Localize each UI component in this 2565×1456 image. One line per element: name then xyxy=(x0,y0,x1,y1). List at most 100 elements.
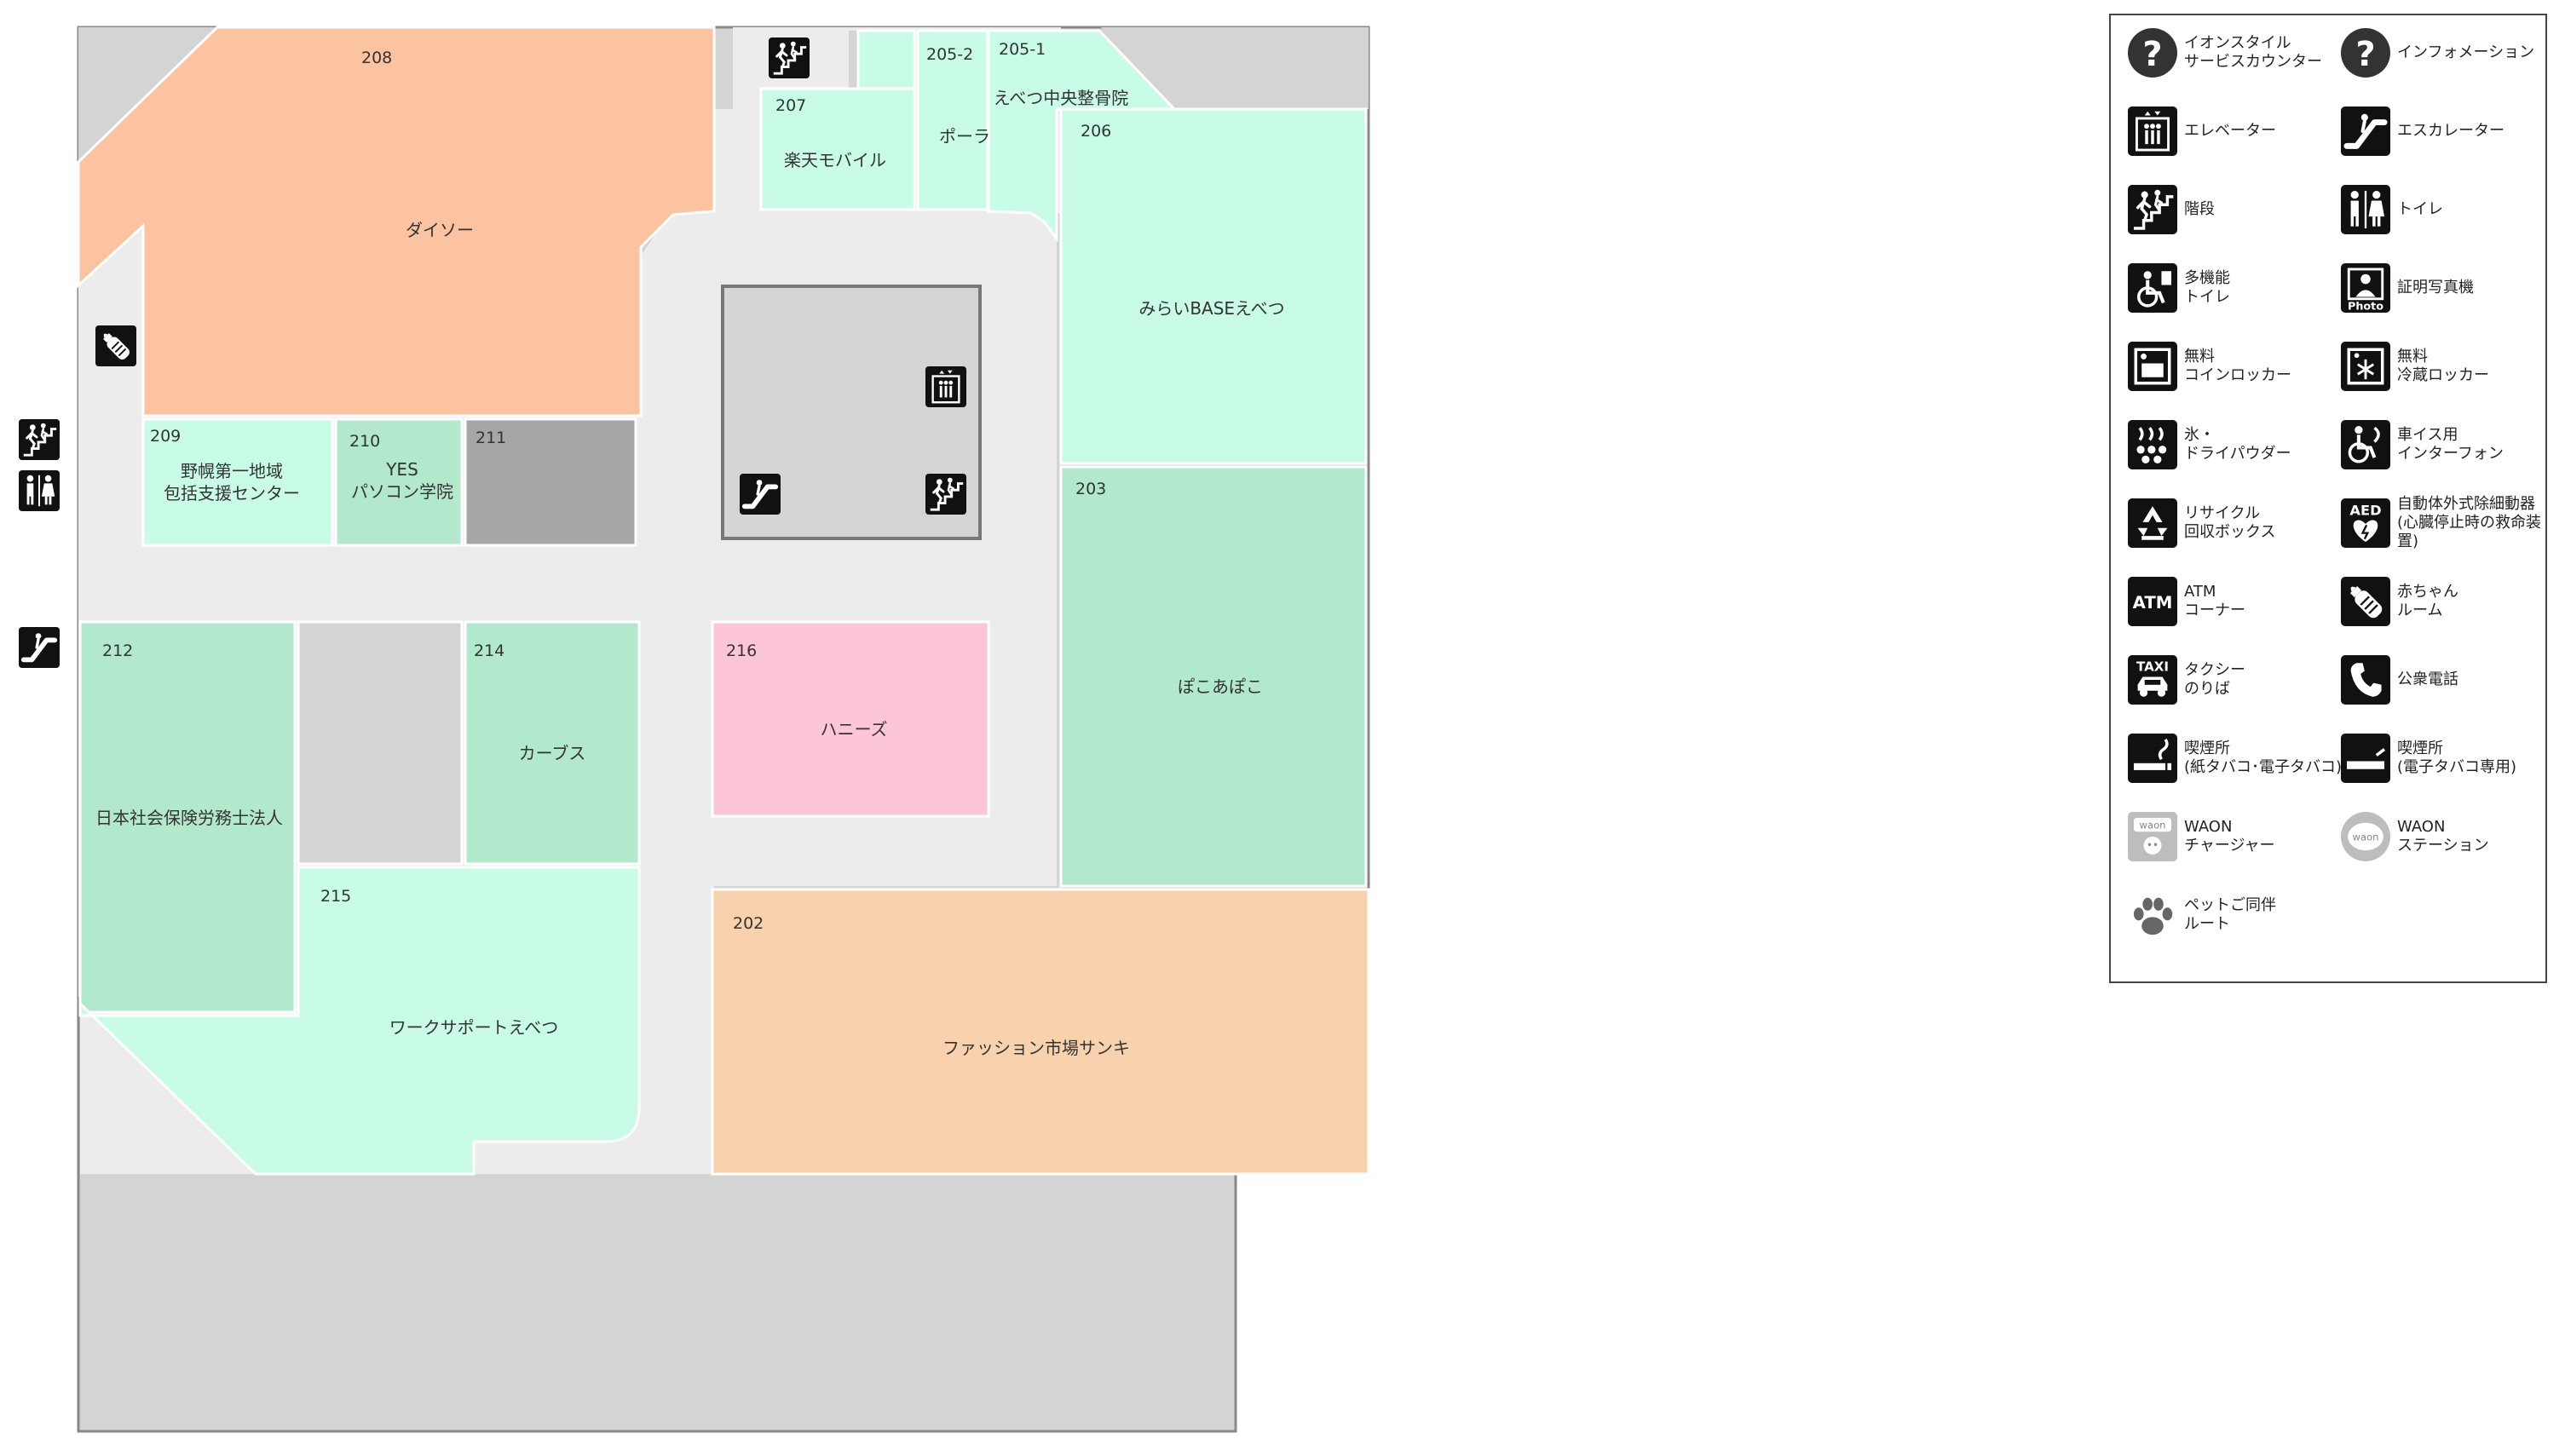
legend-label: エレベーター xyxy=(2184,122,2276,140)
legend-label: ATM コーナー xyxy=(2184,583,2245,619)
svg-text:AED: AED xyxy=(2349,503,2381,519)
stairs-icon[interactable] xyxy=(19,419,60,460)
shop-203[interactable] xyxy=(1059,465,1368,888)
cold-locker-icon xyxy=(2341,342,2390,391)
legend-label: 喫煙所 (電子タバコ専用) xyxy=(2397,740,2517,776)
legend-item: 多機能 トイレ xyxy=(2128,257,2341,319)
legend-label: インフォメーション xyxy=(2397,43,2535,61)
shop-name: ワークサポートえべつ xyxy=(389,1017,559,1038)
recycle-icon xyxy=(2128,498,2177,548)
shop-name: 日本社会保険労務士法人 xyxy=(95,808,283,828)
shop-number: 202 xyxy=(733,914,764,933)
shop-number: 208 xyxy=(361,49,392,67)
legend-item: 喫煙所 (電子タバコ専用) xyxy=(2341,728,2554,789)
legend-label: 無料 冷蔵ロッカー xyxy=(2397,348,2489,384)
stairs-icon xyxy=(2128,185,2177,234)
elevator-icon xyxy=(2128,106,2177,156)
svg-text:?: ? xyxy=(2355,35,2375,74)
shop-number: 206 xyxy=(1081,122,1111,141)
legend-label: 自動体外式除細動器 (心臓停止時の救命装置) xyxy=(2397,495,2542,550)
legend-label: エスカレーター xyxy=(2397,122,2504,140)
shop-name: ファッション市場サンキ xyxy=(942,1038,1130,1058)
legend-item: 車イス用 インターフォン xyxy=(2341,414,2554,475)
shop-207[interactable] xyxy=(759,87,916,211)
svg-text:ATM: ATM xyxy=(2133,593,2173,613)
legend-label: 喫煙所 (紙タバコ･電子タバコ) xyxy=(2184,740,2343,776)
legend-item: 公衆電話 xyxy=(2341,649,2554,711)
shop-208[interactable] xyxy=(77,26,716,417)
legend-label: WAON チャージャー xyxy=(2184,818,2275,855)
legend-label: ペットご同伴 ルート xyxy=(2184,896,2276,933)
shop-name: カーブス xyxy=(519,743,586,763)
shop-214[interactable] xyxy=(464,620,641,866)
question-icon: ? xyxy=(2128,28,2177,78)
escalator-icon[interactable] xyxy=(740,474,781,515)
elevator-icon[interactable] xyxy=(925,366,966,407)
restroom-icon xyxy=(2341,185,2390,234)
smoking-icon xyxy=(2128,734,2177,783)
svg-text:TAXI: TAXI xyxy=(2136,659,2169,675)
shop-211[interactable] xyxy=(464,417,637,547)
svg-text:waon: waon xyxy=(2352,832,2378,843)
legend-item: トイレ xyxy=(2341,179,2554,240)
shop-206[interactable] xyxy=(1059,107,1368,465)
shop-name: みらいBASEえべつ xyxy=(1138,298,1284,319)
legend-item: 階段 xyxy=(2128,179,2341,240)
shop-number: 214 xyxy=(474,642,504,660)
taxi-icon: TAXI xyxy=(2128,655,2177,705)
shop-number: 210 xyxy=(349,432,380,451)
legend-label: タクシー のりば xyxy=(2184,661,2245,698)
shop-209[interactable] xyxy=(141,417,334,547)
shop-number: 212 xyxy=(102,642,133,660)
shop-number: 211 xyxy=(476,429,506,447)
question-icon: ? xyxy=(2341,28,2390,78)
waon-station-icon: waon xyxy=(2341,812,2390,861)
baby-bottle-icon[interactable] xyxy=(95,325,136,366)
legend-item: ペットご同伴 ルート xyxy=(2128,884,2341,946)
photo-booth-icon: Photo xyxy=(2341,263,2390,313)
escalator-icon[interactable] xyxy=(19,627,60,668)
phone-icon xyxy=(2341,655,2390,705)
shop-212[interactable] xyxy=(78,620,297,1014)
shop-number: 203 xyxy=(1075,480,1106,498)
legend-item: ATM ATM コーナー xyxy=(2128,571,2341,632)
shop-202[interactable] xyxy=(711,888,1370,1176)
shop-number: 215 xyxy=(320,887,351,906)
shop-name: 楽天モバイル xyxy=(784,150,886,170)
legend-item: 無料 コインロッカー xyxy=(2128,336,2341,397)
shop-name: えべつ中央整骨院 xyxy=(994,88,1129,108)
legend-item: 喫煙所 (紙タバコ･電子タバコ) xyxy=(2128,728,2342,789)
waon-charger-icon: waon xyxy=(2128,812,2177,861)
stairs-icon[interactable] xyxy=(769,37,810,78)
shop-210[interactable] xyxy=(334,417,464,547)
shop-name: 野幌第一地域包括支援センター xyxy=(164,461,300,504)
legend-item: AED 自動体外式除細動器 (心臓停止時の救命装置) xyxy=(2341,492,2554,554)
restroom-icon[interactable] xyxy=(19,470,60,511)
legend-item: 氷・ ドライパウダー xyxy=(2128,414,2341,475)
svg-text:Photo: Photo xyxy=(2348,301,2383,313)
coin-locker-icon xyxy=(2128,342,2177,391)
baby-bottle-icon xyxy=(2341,577,2390,626)
legend-label: 赤ちゃん ルーム xyxy=(2397,583,2458,619)
shop-216[interactable] xyxy=(711,620,990,818)
legend-item: TAXI タクシー のりば xyxy=(2128,649,2341,711)
legend-item: ? インフォメーション xyxy=(2341,22,2554,83)
stairs-icon[interactable] xyxy=(925,474,966,515)
shop-205-1[interactable] xyxy=(987,29,1178,243)
aed-icon: AED xyxy=(2341,498,2390,548)
wheelchair-intercom-icon xyxy=(2341,420,2390,469)
legend-label: 多機能 トイレ xyxy=(2184,269,2230,306)
svg-text:?: ? xyxy=(2142,35,2162,74)
legend-item: 赤ちゃん ルーム xyxy=(2341,571,2554,632)
e-smoking-icon xyxy=(2341,734,2390,783)
legend-label: 氷・ ドライパウダー xyxy=(2184,426,2291,463)
shop-name: ぽこあぽこ xyxy=(1178,676,1263,697)
accessible-toilet-icon xyxy=(2128,263,2177,313)
legend-label: リサイクル 回収ボックス xyxy=(2184,504,2276,541)
shop-215[interactable] xyxy=(78,866,641,1176)
